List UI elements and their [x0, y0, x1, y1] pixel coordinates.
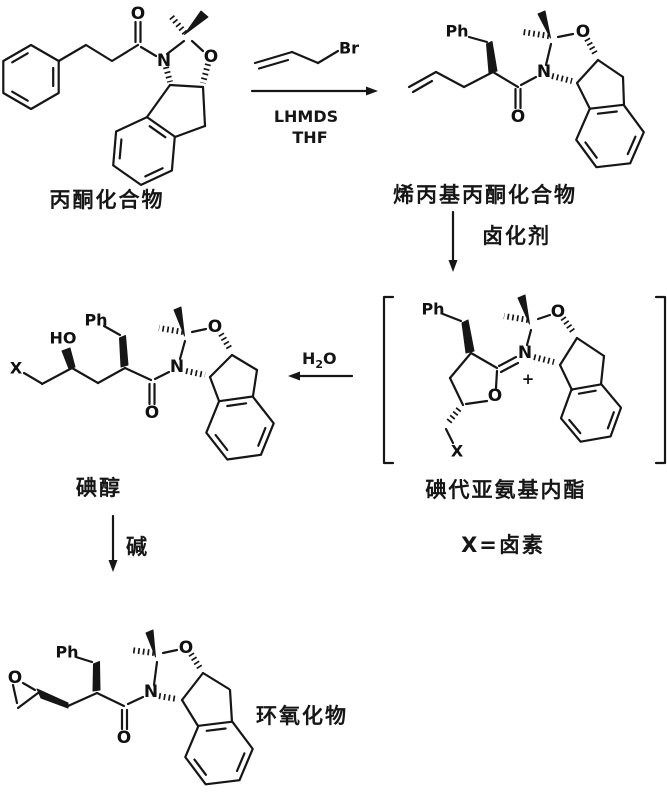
step3-arrow-group: [288, 371, 354, 381]
left-bracket: [382, 295, 395, 465]
step4-arrow-group: [108, 514, 118, 572]
oxygen-atom-label: O: [117, 728, 131, 748]
indane-benzo-ring: [575, 103, 645, 169]
nitrogen-atom-label: N: [518, 343, 532, 363]
plus-charge-label: +: [522, 370, 535, 388]
bromine-atom-label: Br: [339, 39, 359, 58]
indane-benzo-ring: [559, 383, 623, 443]
phenyl-group-label: Ph: [55, 643, 78, 662]
iodo-alcohol-structure: X HO Ph O N O: [10, 306, 275, 461]
halogen-atom-label: X: [10, 359, 23, 378]
indane-benzo-ring: [112, 115, 176, 186]
oxygen-atom-label: O: [511, 107, 525, 127]
label-iminolactone: 碘代亚氨基内酯: [425, 478, 587, 502]
oxygen-atom-label: O: [551, 302, 565, 322]
step1-arrow-group: Br: [250, 39, 378, 96]
reagent-thf: THF: [292, 128, 328, 147]
oxygen-atom-label: O: [488, 386, 502, 406]
halogen-atom-label: X: [451, 442, 464, 461]
oxygen-atom-label: O: [8, 668, 22, 688]
indane-benzo-ring: [205, 395, 275, 461]
label-x-halogen-note: X=卤素: [461, 533, 545, 557]
water-h: H: [302, 349, 316, 368]
hydroxyl-group-label: HO: [50, 329, 77, 348]
label-base: 碱: [126, 535, 149, 559]
reagent-water: H2O: [302, 349, 337, 371]
reagent-lhmds: LHMDS: [273, 107, 339, 126]
label-halogenating-agent: 卤化剂: [482, 224, 551, 248]
arrow-head: [366, 86, 378, 96]
step2-arrow-group: [448, 210, 458, 272]
oxygen-atom-label: O: [576, 22, 590, 42]
phenyl-group-label: Ph: [421, 300, 444, 319]
indane-benzo-ring: [184, 720, 254, 786]
phenyl-ring: [2, 43, 60, 111]
water-o: O: [323, 349, 337, 368]
oxygen-atom-label: O: [145, 403, 159, 423]
right-bracket: [654, 295, 667, 465]
label-acetonide-compound: 丙酮化合物: [49, 188, 165, 212]
arrow-head: [288, 371, 300, 381]
nitrogen-atom-label: N: [157, 51, 171, 71]
oxygen-atom-label: O: [131, 4, 145, 24]
arrow-head: [108, 560, 118, 572]
oxygen-atom-label: O: [179, 638, 193, 658]
oxygen-atom-label: O: [208, 317, 222, 337]
water-subscript: 2: [315, 358, 324, 372]
acetonide-structure: O N O: [2, 4, 218, 186]
label-epoxide: 环氧化物: [256, 704, 348, 728]
epoxide-structure: O Ph O N O: [8, 629, 254, 786]
nitrogen-atom-label: N: [537, 62, 551, 82]
iminolactone-structure: Ph O N + O X: [382, 294, 667, 465]
arrow-head: [448, 260, 458, 272]
allyl-acetonide-structure: Ph O N O: [407, 10, 645, 169]
nitrogen-atom-label: N: [144, 682, 158, 702]
label-allyl-acetonide-compound: 烯丙基丙酮化合物: [393, 183, 577, 207]
nitrogen-atom-label: N: [170, 357, 184, 377]
oxygen-atom-label: O: [204, 47, 218, 67]
label-iodo-alcohol: 碘醇: [76, 476, 122, 500]
phenyl-group-label: Ph: [445, 22, 468, 41]
phenyl-group-label: Ph: [84, 311, 107, 330]
